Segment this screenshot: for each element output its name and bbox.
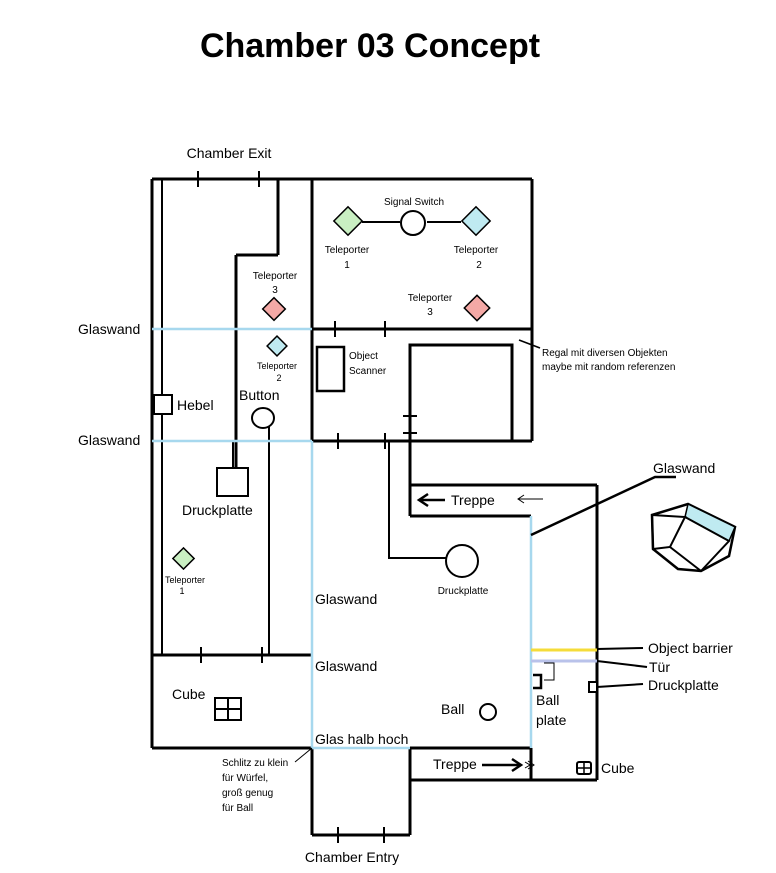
teleporter-2-top-icon (460, 205, 492, 237)
object-scanner-icon (315, 345, 346, 393)
pressure-plate-left-icon (216, 467, 249, 497)
ball-plate-leader (544, 662, 555, 681)
chamber-entry-label: Chamber Entry (305, 849, 399, 865)
signal-switch-label: Signal Switch (384, 197, 444, 208)
stairs-top-arrow (416, 492, 543, 508)
page-title: Chamber 03 Concept (200, 27, 540, 65)
schlitz-leader (294, 747, 313, 763)
teleporters (171, 205, 492, 571)
glaswand-label: Glaswand (78, 321, 140, 337)
pressure-plate-right-icon (588, 681, 598, 693)
object-barrier-leader (596, 647, 644, 650)
teleporter-label: Teleporter (325, 245, 370, 256)
teleporter-2-left-icon (266, 335, 288, 357)
lever-icon (153, 394, 173, 415)
druckplatte-right-leader (596, 683, 644, 688)
regal-label: Regal mit diversen Objekten (542, 348, 668, 359)
teleporter-1-top-icon (332, 205, 364, 237)
glass-walls (152, 327, 533, 750)
druckplatte-wire (388, 441, 446, 559)
ball-plate-label: plate (536, 712, 567, 728)
teleporter-label: Teleporter (253, 271, 298, 282)
teleporter-3-left-icon (261, 296, 287, 322)
teleporter-label: Teleporter (408, 293, 453, 304)
button-label: Button (239, 387, 279, 403)
glaswand-label: Glaswand (653, 460, 715, 476)
teleporter-label: Teleporter (165, 575, 205, 585)
tuer-label: Tür (649, 659, 670, 675)
door-markers (197, 171, 417, 843)
treppe-label: Treppe (451, 492, 495, 508)
regal-leader (518, 339, 541, 349)
cube-left-icon (214, 697, 242, 721)
cube-label: Cube (601, 760, 635, 776)
glas-halb-hoch-label: Glas halb hoch (315, 731, 408, 747)
wires (161, 179, 461, 655)
teleporter-number: 2 (476, 260, 482, 271)
glaswand-label: Glaswand (315, 658, 377, 674)
cube-right-icon (576, 761, 592, 775)
walls (150, 177, 599, 837)
teleporter-number: 3 (272, 285, 278, 296)
teleporter-number: 1 (344, 260, 350, 271)
glass-wall-sketch-icon (650, 502, 737, 573)
object-barrier-label: Object barrier (648, 640, 733, 656)
teleporter-number: 2 (276, 373, 281, 383)
object-scanner-label: Scanner (349, 366, 387, 377)
druckplatte-label: Druckplatte (648, 677, 719, 693)
schlitz-label: Schlitz zu klein (222, 758, 288, 769)
schlitz-label: groß genug (222, 788, 273, 799)
button-icon (251, 407, 275, 429)
druckplatte-label: Druckplatte (182, 502, 253, 518)
object-scanner-label: Object (349, 351, 378, 362)
teleporter-1-left-icon (171, 546, 196, 571)
teleporter-label: Teleporter (454, 245, 499, 256)
glaswand-callout-leader (530, 475, 676, 537)
teleporter-number: 3 (427, 307, 433, 318)
chamber-exit-label: Chamber Exit (187, 145, 272, 161)
cube-label: Cube (172, 686, 206, 702)
schlitz-label: für Ball (222, 803, 253, 814)
schlitz-label: für Würfel, (222, 773, 268, 784)
ball-icon (479, 703, 497, 721)
shelf-box (408, 343, 514, 443)
signal-switch-icon (400, 210, 426, 236)
glaswand-label: Glaswand (315, 591, 377, 607)
glaswand-label: Glaswand (78, 432, 140, 448)
ball-plate-icon (533, 673, 543, 690)
pressure-plate-center-icon (445, 544, 479, 578)
hebel-label: Hebel (177, 397, 214, 413)
teleporter-3-top-icon (463, 294, 491, 322)
ball-plate-label: Ball (536, 692, 559, 708)
ball-label: Ball (441, 701, 464, 717)
stairs-bottom-arrow (482, 757, 535, 773)
regal-label: maybe mit random referenzen (542, 362, 675, 373)
teleporter-label: Teleporter (257, 361, 297, 371)
teleporter-number: 1 (179, 586, 184, 596)
druckplatte-label: Druckplatte (438, 586, 489, 597)
door-leader (596, 660, 648, 668)
treppe-label: Treppe (433, 756, 477, 772)
